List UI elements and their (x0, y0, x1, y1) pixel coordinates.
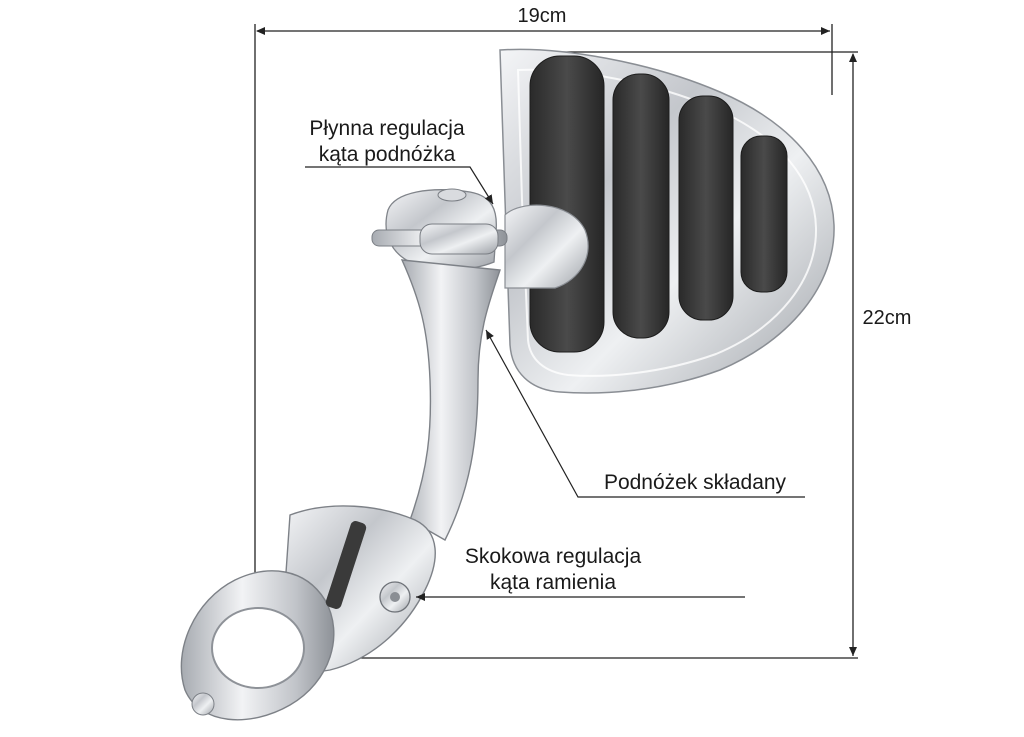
curved-arm (400, 259, 501, 541)
rubber-pad-4 (740, 135, 788, 293)
pivot-pin-cap (437, 188, 467, 202)
callout-folding-leader (485, 329, 805, 498)
width-dimension-label: 19cm (518, 5, 567, 27)
callout-angle-adjust-line1: Płynna regulacja (309, 117, 465, 140)
rubber-pad-1 (529, 55, 605, 353)
clamp-gasket (325, 521, 367, 609)
clamp-ring-hole (211, 607, 305, 689)
callout-folding: Podnóżek składany (485, 329, 805, 498)
callout-angle-adjust: Płynna regulacja kąta podnóżka (305, 117, 494, 205)
footboard-rim (516, 68, 818, 377)
rubber-pad-3 (678, 95, 734, 321)
pivot-collar (419, 223, 499, 255)
footpeg-illustration (180, 48, 835, 721)
pivot-boss (504, 204, 589, 289)
clamp-bolt-head (191, 692, 215, 716)
clamp-adjust-bolt-center (390, 592, 400, 602)
rubber-pad-2 (612, 73, 670, 339)
callout-arm-adjust-line2: kąta ramienia (490, 571, 616, 594)
callout-folding-text: Podnóżek składany (604, 471, 787, 494)
callout-arm-adjust-line1: Skokowa regulacja (465, 545, 642, 568)
callout-angle-adjust-leader (305, 166, 494, 205)
callout-angle-adjust-line2: kąta podnóżka (319, 143, 456, 166)
callout-arm-adjust: Skokowa regulacja kąta ramienia (416, 545, 745, 601)
height-dimension-label: 22cm (863, 307, 912, 329)
